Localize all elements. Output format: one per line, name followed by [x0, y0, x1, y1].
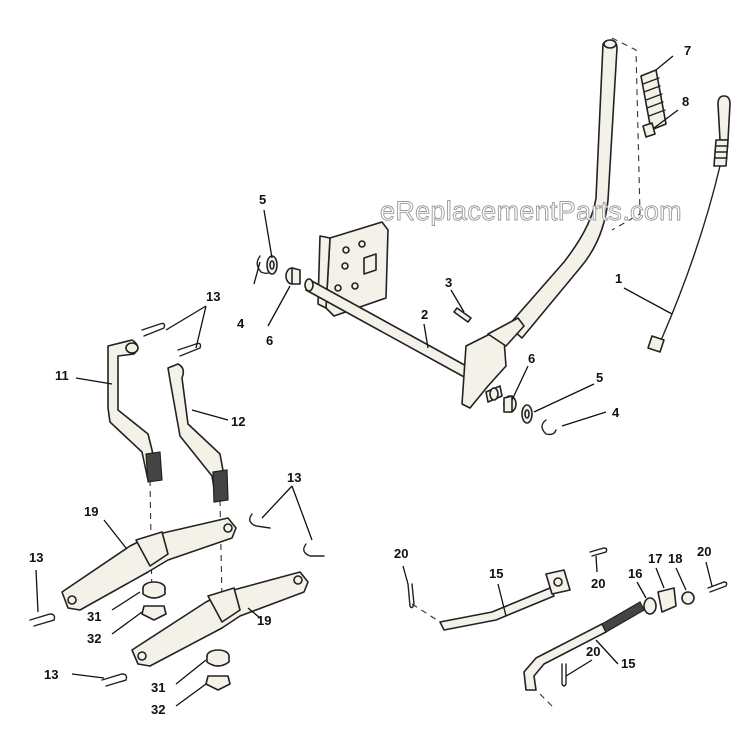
- callout-4: 4: [612, 405, 620, 420]
- callout-6: 6: [528, 351, 535, 366]
- washer-nut-set-upper: [141, 581, 167, 621]
- lift-shaft-part-2: [304, 278, 471, 379]
- lift-link-part-11: [107, 339, 163, 483]
- callout-31: 31: [151, 680, 165, 695]
- callout-5: 5: [259, 192, 266, 207]
- callout-13: 13: [206, 289, 220, 304]
- callout-18: 18: [668, 551, 682, 566]
- callout-13: 13: [44, 667, 58, 682]
- callout-19: 19: [84, 504, 98, 519]
- alignment-line: [219, 499, 223, 601]
- callout-2: 2: [421, 307, 428, 322]
- callout-20: 20: [591, 576, 605, 591]
- callout-16: 16: [628, 566, 642, 581]
- callout-1: 1: [615, 271, 622, 286]
- lift-arm-part-19-upper: [61, 517, 237, 611]
- callout-5: 5: [596, 370, 603, 385]
- callout-32: 32: [151, 702, 165, 717]
- lift-cable-part-1: [647, 95, 731, 353]
- callout-17: 17: [648, 551, 662, 566]
- callout-32: 32: [87, 631, 101, 646]
- pin-part-8: [642, 122, 656, 138]
- callout-13: 13: [287, 470, 301, 485]
- alignment-line: [535, 689, 553, 707]
- cotter-pins-20: [407, 547, 728, 687]
- callout-15: 15: [621, 656, 635, 671]
- left-hardware: [256, 255, 301, 285]
- callout-20: 20: [394, 546, 408, 561]
- mount-bracket: [317, 221, 389, 317]
- callout-13: 13: [29, 550, 43, 565]
- callout-4: 4: [237, 316, 245, 331]
- callout-3: 3: [445, 275, 452, 290]
- rod-part-15-lower: [523, 601, 645, 691]
- alignment-line: [411, 603, 441, 623]
- callout-15: 15: [489, 566, 503, 581]
- pin-part-3: [453, 307, 472, 323]
- callout-8: 8: [682, 94, 689, 109]
- callout-19: 19: [257, 613, 271, 628]
- spring-part-7: [611, 37, 667, 231]
- rod-hardware: [643, 587, 695, 615]
- callout-11: 11: [55, 368, 69, 383]
- callout-12: 12: [231, 414, 245, 429]
- rod-part-15-upper: [439, 569, 571, 631]
- lift-handle: [507, 39, 618, 339]
- hairpin-clips-13: [29, 322, 325, 687]
- washer-nut-set-lower: [205, 649, 231, 691]
- lift-arm-part-19-lower: [131, 571, 309, 667]
- callout-7: 7: [684, 43, 691, 58]
- watermark-text: eReplacementParts.com: [380, 196, 682, 226]
- callout-20: 20: [697, 544, 711, 559]
- callout-31: 31: [87, 609, 101, 624]
- callout-6: 6: [266, 333, 273, 348]
- right-hardware: [503, 395, 557, 436]
- lift-link-part-12: [167, 363, 229, 503]
- callout-20: 20: [586, 644, 600, 659]
- handle-pivot-bracket: [461, 317, 525, 409]
- leader-lines: [35, 55, 713, 707]
